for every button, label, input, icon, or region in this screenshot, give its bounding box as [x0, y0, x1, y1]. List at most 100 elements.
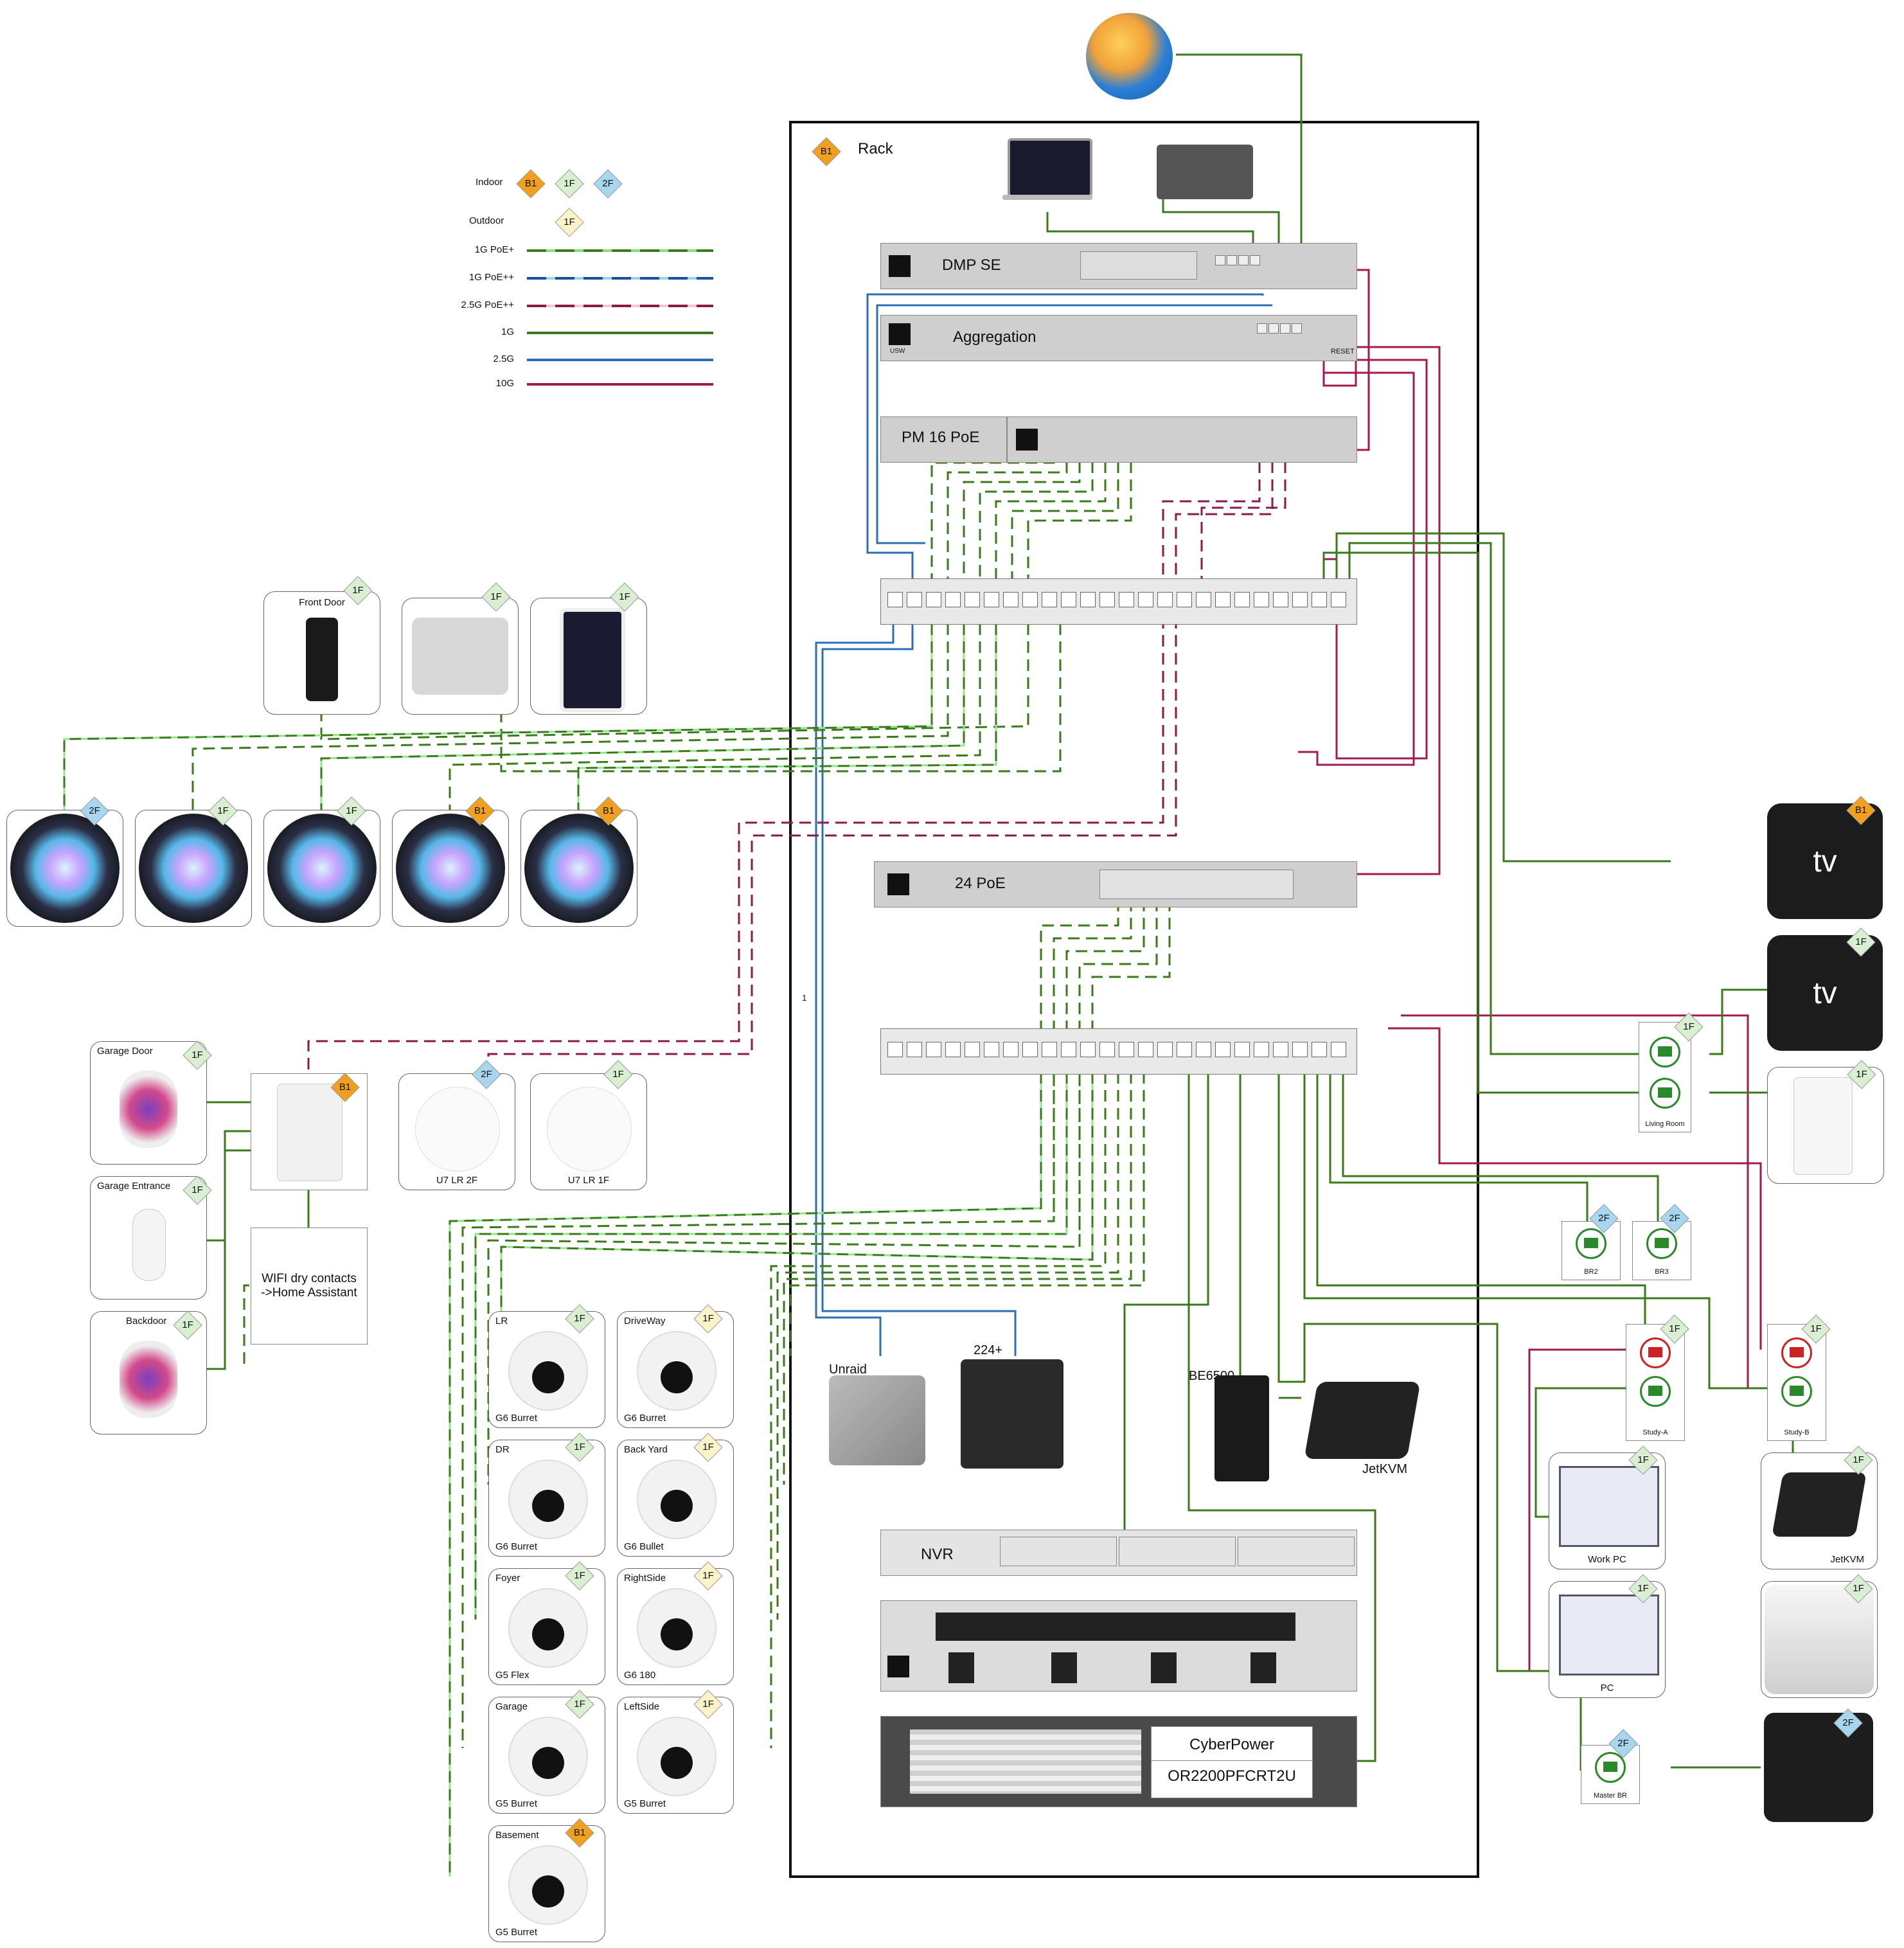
aggregation-switch: USW Aggregation RESET [880, 315, 1357, 361]
patch-port [1061, 1042, 1076, 1057]
access-point-icon [415, 1087, 500, 1172]
camera-model-label: G5 Burret [495, 1798, 538, 1809]
camera-model-label: G6 Burret [624, 1413, 666, 1424]
unraid-name: Unraid [829, 1363, 867, 1377]
patch-port [1099, 1042, 1115, 1057]
desktop-pc-icon [1559, 1595, 1659, 1675]
camera-icon [508, 1845, 588, 1925]
aggregation-small-label: USW [890, 348, 905, 355]
living-room-label: Living Room [1645, 1120, 1685, 1128]
patch-port [1022, 592, 1038, 607]
garage-door-reader-card: Garage Door 1F [90, 1041, 212, 1165]
mac-mini-icon [1765, 1585, 1874, 1694]
ps5-icon [1793, 1077, 1853, 1175]
patch-port [1292, 1042, 1308, 1057]
pc-card: PC 1F [1549, 1574, 1666, 1698]
patch-panel-top [880, 578, 1357, 625]
legend-10g: 10G [495, 378, 514, 389]
patch-port [887, 592, 903, 607]
br3-label: BR3 [1655, 1268, 1669, 1276]
camera-icon [508, 1460, 588, 1539]
legend-badge-outdoor: 1F [555, 208, 584, 237]
camera-model-label: G5 Burret [624, 1798, 666, 1809]
patch-port [926, 592, 941, 607]
homepod-card: B1 [520, 796, 637, 927]
ups-label-box: CyberPower OR2200PFCRT2U [1151, 1726, 1313, 1798]
ps5-card: 1F [1767, 1060, 1884, 1184]
jetkvm-label: JetKVM [1830, 1554, 1864, 1565]
camera-model-label: G6 Burret [495, 1413, 538, 1424]
patch-port [965, 1042, 980, 1057]
camera-lens-icon [532, 1361, 564, 1393]
camera-lens-icon [532, 1875, 564, 1908]
pdu-outlet [1051, 1652, 1077, 1683]
camera-icon [508, 1331, 588, 1411]
homepod-card: 1F [135, 796, 252, 927]
pdu-outlet [948, 1652, 974, 1683]
access-reader-icon [120, 1341, 177, 1418]
camera-model-label: G6 Bullet [624, 1541, 664, 1552]
ap-card: U7 LR 1F 1F [530, 1060, 647, 1190]
wifi-dry-line1: WIFI dry contacts [262, 1272, 357, 1285]
patch-port [1003, 1042, 1019, 1057]
patch-port [984, 1042, 999, 1057]
camera-location-label: Foyer [495, 1573, 520, 1584]
ups-model: OR2200PFCRT2U [1168, 1767, 1296, 1785]
patch-port [1254, 592, 1269, 607]
homepod-icon [524, 814, 634, 923]
front-door-card: Front Door 1F [263, 576, 380, 715]
ethernet-port-icon [1595, 1752, 1626, 1783]
jetkvm-rack-name: JetKVM [1362, 1462, 1408, 1476]
rack-label: Rack [858, 140, 893, 157]
legend-1g-poe-plusplus: 1G PoE++ [468, 272, 514, 283]
patch-port [1292, 592, 1308, 607]
jetkvm-icon [1304, 1382, 1421, 1459]
pdu-device [880, 1600, 1357, 1692]
ubiquiti-logo-icon [887, 873, 909, 895]
patch-port [887, 1042, 903, 1057]
laptop-icon [1002, 138, 1092, 202]
br2-label: BR2 [1584, 1268, 1598, 1276]
patch-port [945, 1042, 961, 1057]
work-pc-card: Work PC 1F [1549, 1445, 1666, 1569]
patch-port [1177, 1042, 1192, 1057]
doorbell-icon [306, 618, 338, 701]
ubiquiti-logo-icon [889, 255, 911, 277]
garage-door-label: Garage Door [97, 1046, 153, 1057]
camera-lens-icon [532, 1747, 564, 1779]
patch-port [1042, 1042, 1057, 1057]
camera-icon [508, 1588, 588, 1668]
patch-port [945, 592, 961, 607]
patch-port [1080, 592, 1096, 607]
dmp-se-gateway: DMP SE [880, 243, 1357, 289]
jetkvm-card: JetKVM 1F [1761, 1445, 1878, 1569]
backdoor-badge: 1F [173, 1310, 202, 1340]
ubiquiti-logo-icon [1016, 429, 1038, 451]
patch-port [1312, 1042, 1327, 1057]
legend-badge-2f: 2F [593, 169, 623, 199]
br3-wallport: BR3 [1632, 1221, 1691, 1280]
patch-port [1080, 1042, 1096, 1057]
master-br-label: Master BR [1594, 1792, 1627, 1800]
camera-lens-icon [532, 1618, 564, 1650]
camera-lens-icon [661, 1747, 693, 1779]
ethernet-port-icon [1650, 1037, 1680, 1068]
garage-entrance-label: Garage Entrance [97, 1181, 171, 1192]
legend-outdoor-label: Outdoor [469, 215, 504, 226]
patch-port [1157, 592, 1173, 607]
ethernet-port-icon [1781, 1337, 1812, 1368]
apple-tv-label: tv [1813, 844, 1837, 879]
wifi-dry-contacts-box: WIFI dry contacts ->Home Assistant [251, 1228, 368, 1345]
legend-badge-b1: B1 [516, 169, 546, 199]
camera-model-label: G6 180 [624, 1670, 656, 1681]
legend-1g-poe-plus: 1G PoE+ [474, 244, 514, 255]
access-hub: B1 [251, 1073, 368, 1190]
patch-port [965, 592, 980, 607]
legend-2-5g: 2.5G [493, 353, 514, 364]
camera-icon [508, 1717, 588, 1796]
